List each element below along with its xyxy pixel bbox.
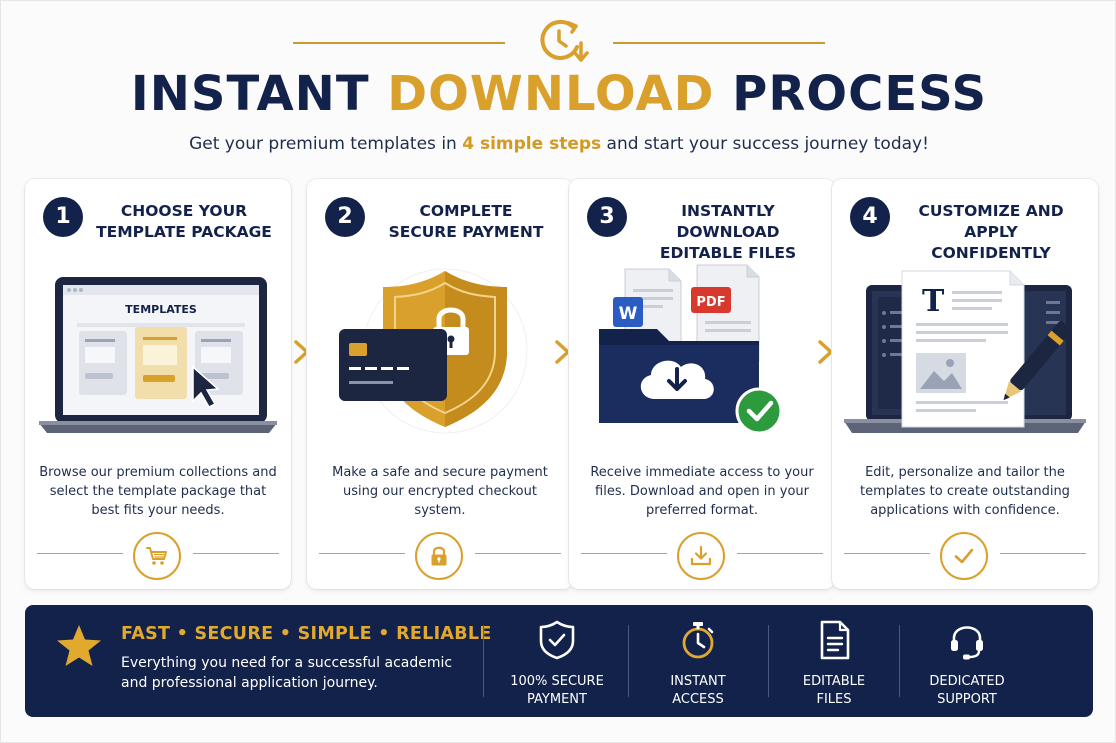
step-title: CHOOSE YOUR TEMPLATE PACKAGE <box>96 202 272 241</box>
feature-secure-payment: 100% SECURE PAYMENT <box>492 619 622 709</box>
shopping-cart-icon <box>146 547 167 565</box>
laptop-templates-illustration: TEMPLATES <box>39 277 277 433</box>
star-icon <box>57 625 101 666</box>
step-card-4: 4 CUSTOMIZE AND APPLY CONFIDENTLY T <box>832 179 1098 589</box>
card-icon-badge <box>133 532 181 580</box>
step-card-2: 2 COMPLETE SECURE PAYMENT Make a safe an… <box>307 179 573 589</box>
step-title: INSTANTLY DOWNLOAD EDITABLE FILES <box>659 202 797 262</box>
subtitle-highlight: 4 simple steps <box>462 134 602 154</box>
chevron-right-icon <box>555 340 570 364</box>
step-number-badge: 2 <box>325 197 365 237</box>
step-description: Make a safe and secure payment using our… <box>332 465 548 518</box>
card-icon-badge <box>677 532 725 580</box>
header-rule-left <box>293 42 505 44</box>
feature-dedicated-support: DEDICATED SUPPORT <box>902 619 1032 709</box>
shield-check-icon <box>539 620 575 660</box>
banner-divider <box>483 625 484 697</box>
title-part-process: PROCESS <box>732 66 988 122</box>
step-title: CUSTOMIZE AND APPLY CONFIDENTLY <box>918 202 1064 262</box>
banner-description: Everything you need for a successful aca… <box>121 655 453 691</box>
word-file-badge: W <box>619 304 638 324</box>
feature-label: 100% SECURE PAYMENT <box>510 674 604 707</box>
card-rule-left <box>319 553 405 554</box>
folder-download-illustration: W PDF <box>599 264 783 435</box>
banner-divider <box>899 625 900 697</box>
title-part-instant: INSTANT <box>130 66 370 122</box>
features-banner: FAST • SECURE • SIMPLE • RELIABLE Everyt… <box>25 605 1093 717</box>
subtitle-after: and start your success journey today! <box>601 134 929 154</box>
banner-divider <box>768 625 769 697</box>
card-rule-left <box>37 553 123 554</box>
card-icon-badge <box>415 532 463 580</box>
page-title: INSTANT DOWNLOAD PROCESS <box>1 63 1116 125</box>
document-icon <box>820 620 850 660</box>
step-description: Edit, personalize and tailor the templat… <box>860 465 1070 518</box>
step-description: Browse our premium collections and selec… <box>39 465 277 518</box>
download-tray-icon <box>690 545 712 566</box>
card-rule-right <box>475 553 561 554</box>
step-description: Receive immediate access to your files. … <box>590 465 814 518</box>
feature-label: INSTANT ACCESS <box>670 674 726 707</box>
card-rule-right <box>193 553 279 554</box>
step-number-badge: 3 <box>587 197 627 237</box>
headset-icon <box>951 626 983 660</box>
feature-editable-files: EDITABLE FILES <box>769 619 899 709</box>
card-rule-right <box>737 553 823 554</box>
feature-instant-access: INSTANT ACCESS <box>633 619 763 709</box>
step-number-badge: 4 <box>850 197 890 237</box>
step-card-1: 1 CHOOSE YOUR TEMPLATE PACKAGE TEMPLATES… <box>25 179 291 589</box>
clock-download-icon <box>540 19 589 62</box>
shield-card-illustration <box>339 268 528 434</box>
padlock-icon <box>431 546 447 566</box>
feature-label: EDITABLE FILES <box>802 674 866 707</box>
subtitle-before: Get your premium templates in <box>189 134 463 154</box>
title-part-download: DOWNLOAD <box>387 66 715 122</box>
feature-label: DEDICATED SUPPORT <box>929 674 1005 707</box>
step-title: COMPLETE SECURE PAYMENT <box>388 202 544 241</box>
stopwatch-icon <box>682 622 714 659</box>
laptop-edit-illustration: T <box>844 270 1086 433</box>
chevron-right-icon <box>818 340 833 364</box>
card-rule-left <box>844 553 930 554</box>
header-rule-right <box>613 42 825 44</box>
banner-tagline: FAST • SECURE • SIMPLE • RELIABLE <box>121 624 492 644</box>
banner-divider <box>628 625 629 697</box>
step-number-badge: 1 <box>43 197 83 237</box>
checkmark-icon <box>954 548 974 564</box>
pdf-file-badge: PDF <box>696 295 725 310</box>
card-icon-badge <box>940 532 988 580</box>
card-rule-left <box>581 553 667 554</box>
step-card-3: 3 INSTANTLY DOWNLOAD EDITABLE FILES W PD… <box>569 179 835 589</box>
card-rule-right <box>1000 553 1086 554</box>
illustration-templates-label: TEMPLATES <box>125 303 197 316</box>
text-glyph: T <box>922 284 945 319</box>
page-subtitle: Get your premium templates in 4 simple s… <box>1 134 1116 154</box>
